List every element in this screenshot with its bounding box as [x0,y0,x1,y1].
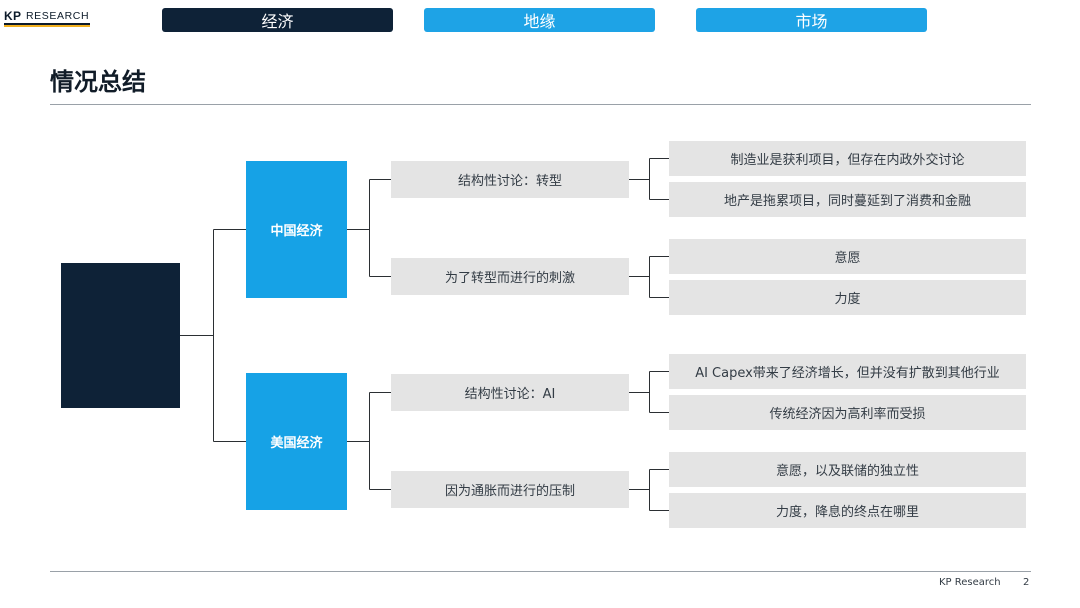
footer-divider [50,571,1031,572]
footer-brand: KP Research [939,577,1001,588]
connector-topic-4 [629,469,669,511]
connector-topic-2 [629,256,669,298]
connector-root [180,229,246,442]
kp-research-logo: KP RESEARCH [4,9,90,29]
leaf-china-willingness: 意愿 [669,239,1026,274]
logo-underline [4,23,90,25]
page-title: 情况总结 [50,68,146,96]
topic-china-structural: 结构性讨论：转型 [391,161,629,198]
logo-research-text: RESEARCH [26,10,90,22]
leaf-real-estate: 地产是拖累项目，同时蔓延到了消费和金融 [669,182,1026,217]
leaf-china-intensity: 力度 [669,280,1026,315]
leaf-ai-capex: AI Capex带来了经济增长，但并没有扩散到其他行业 [669,354,1026,389]
leaf-rate-cut-endpoint: 力度，降息的终点在哪里 [669,493,1026,528]
leaf-traditional-economy: 传统经济因为高利率而受损 [669,395,1026,430]
topic-us-suppression: 因为通胀而进行的压制 [391,471,629,508]
logo-accent-underline [4,25,90,27]
logo-kp-text: KP [4,9,22,23]
page-number: 2 [1023,577,1030,588]
leaf-manufacturing: 制造业是获利项目，但存在内政外交讨论 [669,141,1026,176]
connector-china [347,179,391,277]
root-node [61,263,180,408]
topic-china-stimulus: 为了转型而进行的刺激 [391,258,629,295]
branch-us-economy: 美国经济 [246,373,347,510]
connector-topic-1 [629,158,669,200]
tab-geopolitics[interactable]: 地缘 [424,8,655,32]
tab-markets[interactable]: 市场 [696,8,927,32]
branch-china-economy: 中国经济 [246,161,347,298]
leaf-fed-independence: 意愿，以及联储的独立性 [669,452,1026,487]
topic-us-structural: 结构性讨论：AI [391,374,629,411]
tab-economy[interactable]: 经济 [162,8,393,32]
connector-us [347,392,391,490]
connector-topic-3 [629,371,669,413]
title-divider [50,104,1031,105]
